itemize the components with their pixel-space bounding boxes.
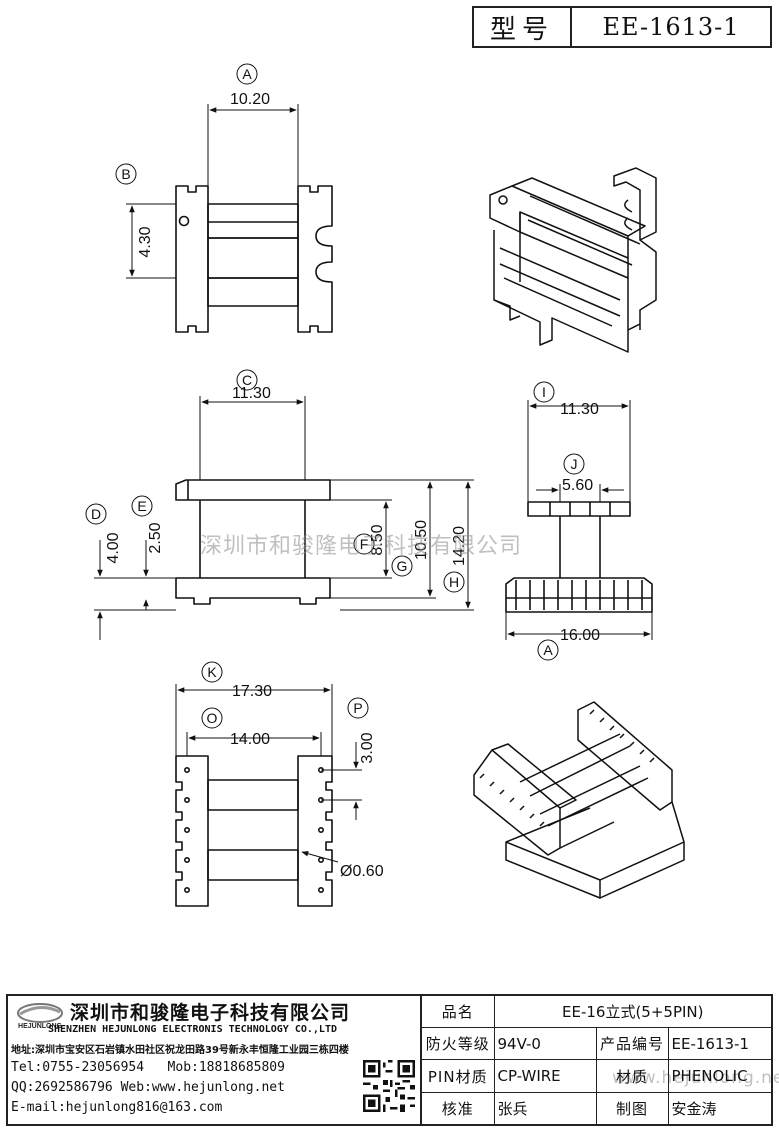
dim-b-value: 4.30 <box>137 226 154 257</box>
email: E-mail:hejunlong816@163.com <box>11 1100 223 1115</box>
title-block-footer: HEJUNLONG 深圳市和骏隆电子科技有限公司 SHENZHEN HEJUNL… <box>6 994 773 1126</box>
dim-c-value: 11.30 <box>232 385 271 402</box>
info-row-name: 品名 EE-16立式(5+5PIN) <box>422 996 771 1029</box>
dim-g-value: 10.50 <box>413 520 430 560</box>
bottom-view <box>175 684 362 907</box>
title-block: 型号 EE-1613-1 <box>472 6 772 48</box>
technical-drawing <box>94 104 685 907</box>
fire-rating-value: 94V-0 <box>493 1027 597 1061</box>
dimension-labels: A B C D E F G H I J A K O P 10.20 4.30 1… <box>85 63 600 880</box>
mobile: Mob:18818685809 <box>167 1060 285 1075</box>
dim-f-value: 8.50 <box>369 524 386 555</box>
approved-by-label: 核准 <box>422 1091 495 1124</box>
info-row-approval: 核准 张兵 制图 安金涛 <box>422 1091 771 1124</box>
callout-k: K <box>207 664 217 680</box>
dim-j-value: 5.60 <box>562 477 593 494</box>
contact-row-1: Tel:0755-23056954 Mob:18818685809 <box>11 1060 285 1075</box>
callout-i: I <box>542 384 546 400</box>
dim-d-value: 4.00 <box>105 532 122 563</box>
qq: QQ:2692586796 <box>11 1080 113 1095</box>
title-label: 型号 <box>474 8 572 46</box>
dim-a-value: 10.20 <box>230 91 270 108</box>
material-value: PHENOLIC <box>667 1059 771 1093</box>
callout-p: P <box>353 700 362 716</box>
info-row-material: PIN材质 CP-WIRE 材质 PHENOLIC <box>422 1059 771 1093</box>
dim-e-value: 2.50 <box>147 522 164 553</box>
name-value: EE-16立式(5+5PIN) <box>493 996 771 1029</box>
product-code-label: 产品编号 <box>595 1027 669 1061</box>
pin-material-value: CP-WIRE <box>493 1059 597 1093</box>
callout-e: E <box>137 498 146 514</box>
watermark: 深圳市和骏隆电子科技有限公司 <box>200 534 523 559</box>
material-label: 材质 <box>595 1059 669 1093</box>
web: Web:www.hejunlong.net <box>120 1080 285 1095</box>
qr-code-icon <box>363 1060 415 1112</box>
iso-view-top <box>489 167 657 353</box>
drawn-by-label: 制图 <box>595 1091 669 1124</box>
logo-text: HEJUNLONG <box>18 1023 63 1030</box>
callout-j: J <box>571 456 578 472</box>
fire-rating-label: 防火等级 <box>422 1027 495 1061</box>
company-name-cn: 深圳市和骏隆电子科技有限公司 <box>70 1002 351 1024</box>
callout-a: A <box>242 66 252 82</box>
callout-a2: A <box>543 642 553 658</box>
iso-view-bottom <box>473 701 685 899</box>
model-number: EE-1613-1 <box>602 13 740 41</box>
callout-c: C <box>242 372 252 388</box>
drawn-by-value: 安金涛 <box>667 1091 771 1124</box>
dim-a2-value: 16.00 <box>560 627 600 644</box>
dim-o-value: 14.00 <box>230 731 270 748</box>
side-view <box>505 400 653 640</box>
callout-h: H <box>449 574 459 590</box>
dim-k-value: 17.30 <box>232 683 272 700</box>
callout-d: D <box>91 506 101 522</box>
dim-h-value: 14.20 <box>451 526 468 566</box>
dim-p-value: 3.00 <box>359 732 376 763</box>
dim-pin-diameter: Ø0.60 <box>340 863 384 880</box>
callout-f: F <box>360 536 369 552</box>
tel: Tel:0755-23056954 <box>11 1060 145 1075</box>
contact-row-2: QQ:2692586796 Web:www.hejunlong.net <box>11 1080 285 1095</box>
callout-b: B <box>121 166 130 182</box>
company-info: HEJUNLONG 深圳市和骏隆电子科技有限公司 SHENZHEN HEJUNL… <box>8 996 422 1124</box>
name-label: 品名 <box>422 996 495 1029</box>
callout-g: G <box>397 558 408 574</box>
dim-i-value: 11.30 <box>560 401 599 418</box>
product-info-table: 品名 EE-16立式(5+5PIN) 防火等级 94V-0 产品编号 EE-16… <box>422 996 771 1124</box>
company-name-en: SHENZHEN HEJUNLONG ELECTRONIS TECHNOLOGY… <box>48 1024 337 1035</box>
top-view <box>126 104 333 333</box>
product-code-value: EE-1613-1 <box>667 1027 771 1061</box>
pin-material-label: PIN材质 <box>422 1059 495 1093</box>
approved-by-value: 张兵 <box>493 1091 597 1124</box>
company-logo: HEJUNLONG <box>17 1003 63 1030</box>
callout-o: O <box>207 710 218 726</box>
company-address: 地址:深圳市宝安区石岩镇水田社区祝龙田路39号新永丰恒隆工业园三栋四楼 <box>11 1045 349 1056</box>
front-view <box>94 396 474 640</box>
info-row-fire: 防火等级 94V-0 产品编号 EE-1613-1 <box>422 1027 771 1061</box>
